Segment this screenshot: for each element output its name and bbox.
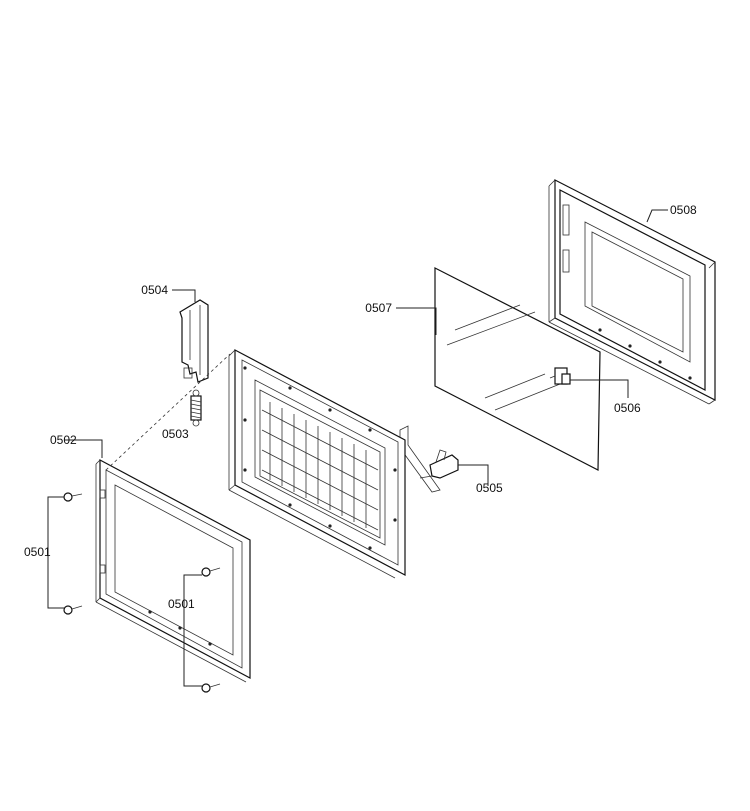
label-0505: 0505 xyxy=(476,481,503,495)
label-0501-right: 0501 xyxy=(168,597,195,611)
part-inner-door-panel xyxy=(228,349,406,579)
part-0506-clip xyxy=(549,367,571,385)
part-0502-front-frame xyxy=(95,459,251,683)
part-0507-glass-panel xyxy=(434,267,601,471)
label-0508: 0508 xyxy=(670,203,697,217)
part-0504-latch-hook xyxy=(179,299,209,383)
part-0501-screws xyxy=(63,492,221,693)
label-0501-left: 0501 xyxy=(24,545,51,559)
label-0504: 0504 xyxy=(141,283,168,297)
part-0505-hinge-bracket xyxy=(419,449,459,479)
part-0508-rear-frame xyxy=(548,179,716,405)
label-0503: 0503 xyxy=(162,427,189,441)
label-0506: 0506 xyxy=(614,401,641,415)
part-0503-spring xyxy=(190,389,202,427)
label-0502: 0502 xyxy=(50,433,77,447)
label-0507: 0507 xyxy=(365,301,392,315)
